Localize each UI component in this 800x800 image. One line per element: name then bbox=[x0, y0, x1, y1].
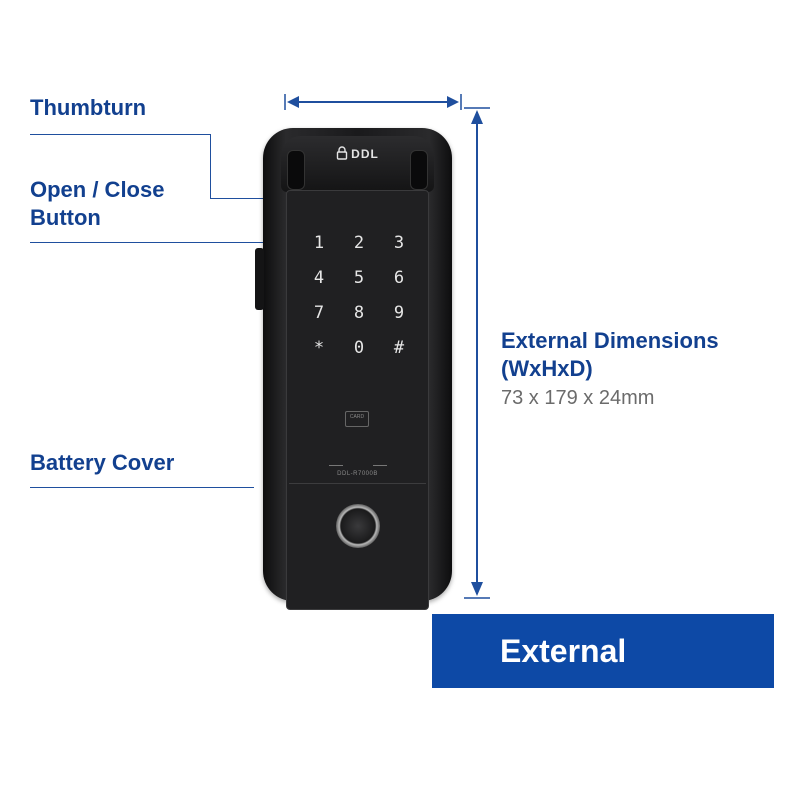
key-star[interactable]: * bbox=[313, 337, 325, 358]
brand-name: DDL bbox=[351, 147, 379, 161]
key-8[interactable]: 8 bbox=[353, 302, 365, 323]
key-3[interactable]: 3 bbox=[393, 232, 405, 253]
indicator-dash-left bbox=[329, 465, 343, 466]
external-dimensions-value: 73 x 179 x 24mm bbox=[501, 387, 655, 409]
thumbturn-housing: DDL bbox=[281, 136, 434, 192]
key-9[interactable]: 9 bbox=[393, 302, 405, 323]
open-close-button bbox=[255, 248, 264, 310]
external-dimensions-title: External Dimensions (WxHxD) bbox=[501, 328, 719, 381]
card-reader-label: CARD bbox=[349, 414, 365, 420]
padlock-icon bbox=[336, 146, 348, 160]
indicator-dash-right bbox=[373, 465, 387, 466]
key-4[interactable]: 4 bbox=[313, 267, 325, 288]
key-7[interactable]: 7 bbox=[313, 302, 325, 323]
external-banner-label: External bbox=[500, 633, 627, 669]
thumbturn-label: Thumbturn bbox=[30, 95, 147, 120]
keypad-grid: 1 2 3 4 5 6 7 8 9 * 0 # bbox=[299, 225, 419, 365]
fingerprint-sensor-icon[interactable] bbox=[336, 504, 380, 548]
battery-cover-label: Battery Cover bbox=[30, 450, 175, 475]
thumbturn-leader-line-vertical bbox=[210, 134, 211, 199]
battery-cover-seam bbox=[289, 483, 426, 484]
thumbturn-knob-right bbox=[410, 150, 428, 190]
keypad-panel: 1 2 3 4 5 6 7 8 9 * 0 # CARD DDL-R7000B bbox=[286, 190, 429, 610]
model-number: DDL-R7000B bbox=[337, 471, 378, 477]
key-1[interactable]: 1 bbox=[313, 232, 325, 253]
height-dimension-arrow-icon bbox=[464, 107, 490, 599]
key-0[interactable]: 0 bbox=[353, 337, 365, 358]
thumbturn-knob-left bbox=[287, 150, 305, 190]
thumbturn-leader-line-end bbox=[210, 198, 266, 199]
key-6[interactable]: 6 bbox=[393, 267, 405, 288]
battery-cover-leader-line bbox=[30, 487, 254, 488]
external-banner: External bbox=[432, 614, 774, 688]
brand-logo: DDL bbox=[281, 146, 434, 161]
card-reader-icon: CARD bbox=[345, 411, 369, 427]
open-close-leader-line bbox=[30, 242, 266, 243]
key-5[interactable]: 5 bbox=[353, 267, 365, 288]
key-hash[interactable]: # bbox=[393, 337, 405, 358]
key-2[interactable]: 2 bbox=[353, 232, 365, 253]
width-dimension-arrow-icon bbox=[284, 94, 462, 110]
thumbturn-leader-line bbox=[30, 134, 211, 135]
door-lock-device: DDL 1 2 3 4 5 6 7 8 9 * 0 # CARD DDL-R70… bbox=[255, 128, 452, 610]
open-close-button-label: Open / Close Button bbox=[30, 177, 165, 230]
